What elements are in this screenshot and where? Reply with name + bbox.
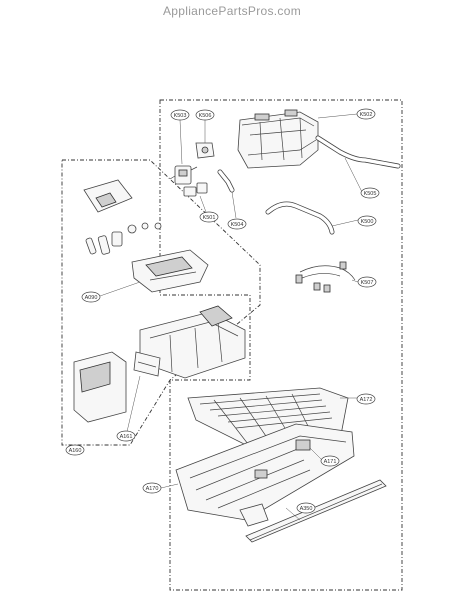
guide-rail-part <box>245 479 387 543</box>
svg-text:K504: K504 <box>231 222 244 228</box>
dispenser-base-lower-part <box>175 423 355 527</box>
callout-a160: A160 <box>65 444 85 456</box>
siphon-caps-part <box>85 222 162 255</box>
callout-k506: K506 <box>195 109 215 143</box>
svg-text:A090: A090 <box>85 295 98 301</box>
callout-k501: K501 <box>199 195 219 223</box>
svg-text:K507: K507 <box>361 280 374 286</box>
callout-a172: A172 <box>340 393 376 405</box>
svg-text:K500: K500 <box>361 219 374 225</box>
svg-text:K505: K505 <box>364 191 377 197</box>
callout-a161: A161 <box>116 375 141 442</box>
callout-k504: K504 <box>227 191 247 230</box>
dispenser-housing-part <box>237 109 319 169</box>
watermark: AppliancePartsPros.com <box>163 4 301 18</box>
valve-bracket-part <box>195 142 215 159</box>
elbow-hose-part <box>217 169 235 193</box>
curved-hose-part <box>265 201 335 235</box>
drawer-front-panel-part <box>73 351 127 423</box>
drawer-clip-part <box>133 351 161 377</box>
svg-text:A170: A170 <box>146 486 159 492</box>
dispenser-drawer-part <box>139 305 246 379</box>
svg-text:K502: K502 <box>360 112 373 118</box>
callout-a171: A171 <box>309 447 340 467</box>
callout-k502: K502 <box>317 108 376 120</box>
dispenser-tray-part <box>131 249 209 293</box>
callout-k503: K503 <box>170 109 190 165</box>
svg-text:A171: A171 <box>324 459 337 465</box>
svg-text:A161: A161 <box>120 434 133 440</box>
svg-text:A172: A172 <box>360 397 373 403</box>
wire-harness-part <box>295 261 356 293</box>
long-drain-hose-part <box>315 135 401 169</box>
svg-text:A160: A160 <box>69 448 82 454</box>
callout-k507: K507 <box>351 276 377 288</box>
callout-a090: A090 <box>81 281 141 303</box>
svg-text:K501: K501 <box>203 215 216 221</box>
callout-k500: K500 <box>331 215 377 227</box>
water-valve-part <box>169 165 208 197</box>
callout-k505: K505 <box>344 157 380 199</box>
callout-a170: A170 <box>142 482 179 494</box>
callout-a350: A350 <box>285 502 316 521</box>
svg-text:K506: K506 <box>199 113 212 119</box>
svg-text:A350: A350 <box>300 506 313 512</box>
svg-text:K503: K503 <box>174 113 187 119</box>
drawer-cap-part <box>83 179 133 213</box>
